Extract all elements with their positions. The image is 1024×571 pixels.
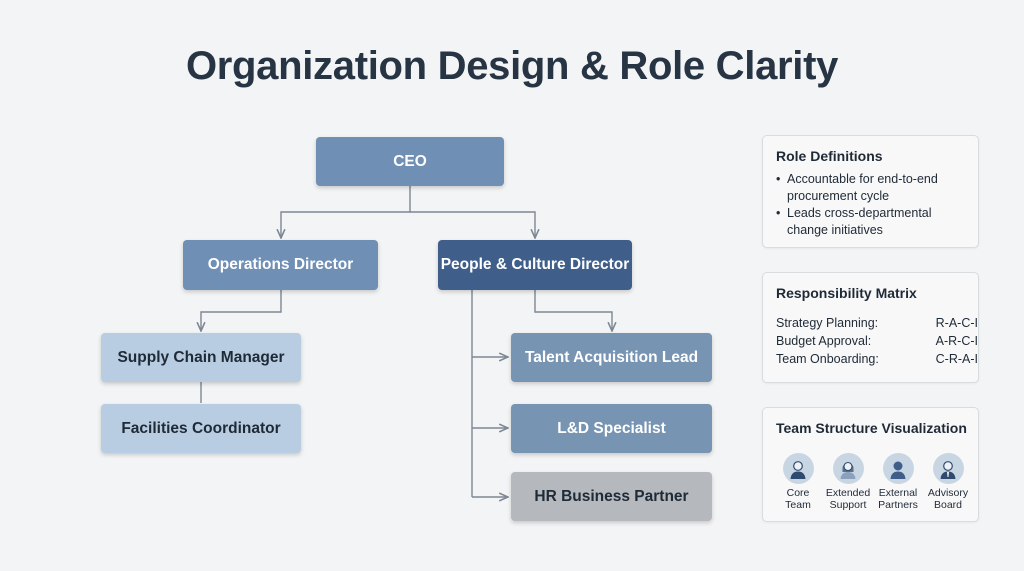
team-label: Extended Support bbox=[825, 487, 871, 511]
role-definitions-heading: Role Definitions bbox=[776, 148, 883, 164]
person-icon bbox=[832, 453, 864, 484]
org-node-talent-acquisition-lead[interactable]: Talent Acquisition Lead bbox=[511, 333, 712, 382]
org-node-ld-specialist[interactable]: L&D Specialist bbox=[511, 404, 712, 453]
org-node-ceo[interactable]: CEO bbox=[316, 137, 504, 186]
connector-people-talent bbox=[534, 290, 612, 331]
role-definitions-panel: Role Definitions •Accountable for end-to… bbox=[762, 135, 979, 248]
org-node-operations-director[interactable]: Operations Director bbox=[183, 240, 378, 290]
list-item: •Accountable for end-to-end procurement … bbox=[776, 171, 966, 204]
person-icon bbox=[882, 453, 914, 484]
org-node-people-culture-director[interactable]: People & Culture Director bbox=[438, 240, 632, 290]
team-external-partners[interactable]: External Partners bbox=[873, 453, 923, 511]
matrix-value: C-R-A-I bbox=[935, 352, 978, 366]
org-node-supply-chain-manager[interactable]: Supply Chain Manager bbox=[101, 333, 301, 382]
role-definitions-list: •Accountable for end-to-end procurement … bbox=[776, 171, 966, 239]
matrix-value: A-R-C-I bbox=[935, 334, 978, 348]
responsibility-matrix-heading: Responsibility Matrix bbox=[776, 285, 917, 301]
org-node-facilities-coordinator[interactable]: Facilities Coordinator bbox=[101, 404, 301, 453]
table-row: Strategy Planning: R-A-C-I bbox=[776, 314, 978, 332]
team-extended-support[interactable]: Extended Support bbox=[823, 453, 873, 511]
role-definition-text: Leads cross-departmental change initiati… bbox=[787, 206, 932, 237]
role-definition-text: Accountable for end-to-end procurement c… bbox=[787, 172, 938, 203]
table-row: Budget Approval: A-R-C-I bbox=[776, 332, 978, 350]
table-row: Team Onboarding: C-R-A-I bbox=[776, 350, 978, 368]
connector-ceo-people bbox=[410, 211, 535, 238]
matrix-label: Team Onboarding: bbox=[776, 352, 879, 366]
responsibility-matrix-table: Strategy Planning: R-A-C-I Budget Approva… bbox=[776, 314, 978, 368]
responsibility-matrix-panel: Responsibility Matrix Strategy Planning:… bbox=[762, 272, 979, 383]
team-structure-panel: Team Structure Visualization Core Team E… bbox=[762, 407, 979, 522]
team-label: Advisory Board bbox=[927, 487, 969, 511]
person-icon bbox=[932, 453, 964, 484]
team-core[interactable]: Core Team bbox=[773, 453, 823, 511]
matrix-label: Budget Approval: bbox=[776, 334, 872, 348]
team-list: Core Team Extended Support External Part… bbox=[773, 453, 973, 511]
matrix-label: Strategy Planning: bbox=[776, 316, 879, 330]
connector-ceo-operations bbox=[281, 186, 411, 238]
team-label: External Partners bbox=[878, 487, 918, 511]
page-title: Organization Design & Role Clarity bbox=[185, 44, 839, 88]
connector-operations-supply bbox=[201, 290, 282, 331]
person-icon bbox=[782, 453, 814, 484]
list-item: •Leads cross-departmental change initiat… bbox=[776, 205, 966, 238]
matrix-value: R-A-C-I bbox=[935, 316, 978, 330]
team-advisory-board[interactable]: Advisory Board bbox=[923, 453, 973, 511]
org-node-hr-business-partner[interactable]: HR Business Partner bbox=[511, 472, 712, 521]
team-structure-heading: Team Structure Visualization bbox=[776, 420, 967, 436]
team-label: Core Team bbox=[785, 487, 811, 511]
